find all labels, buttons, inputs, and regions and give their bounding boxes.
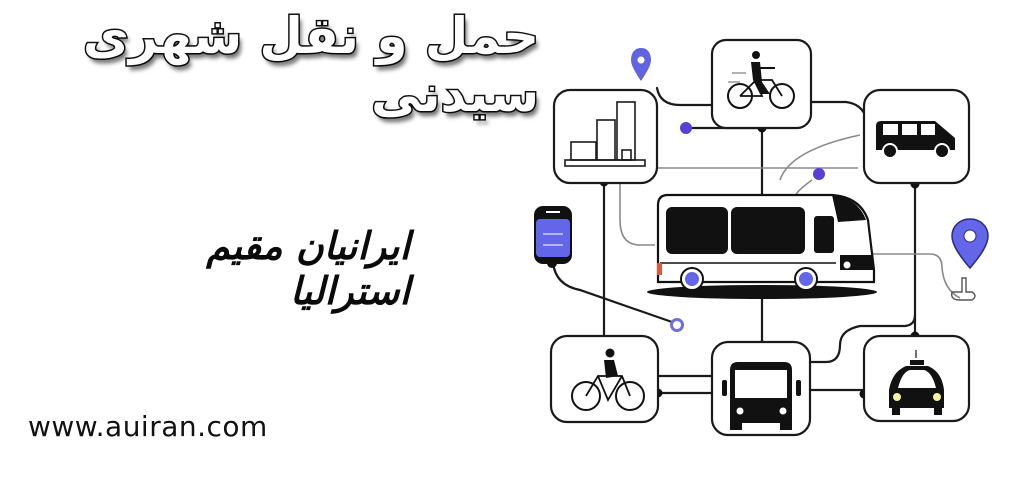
location-pin-icon <box>631 48 651 81</box>
taxi-icon <box>862 334 971 423</box>
minibus-icon <box>647 193 877 299</box>
cyclist-icon <box>710 38 813 130</box>
bicycle-rider-icon <box>549 334 660 424</box>
transport-network-illustration <box>520 20 1024 474</box>
page-title: حمل و نقل شهری سیدنی <box>82 6 541 125</box>
subtitle: ایرانیان مقیم استرالیا <box>206 223 410 313</box>
bus-front-icon <box>710 340 812 437</box>
mobile-ticket-icon <box>534 206 572 268</box>
van-icon <box>862 88 971 185</box>
website-link[interactable]: www.auiran.com <box>28 410 268 443</box>
location-pin-icon <box>950 218 989 301</box>
city-buildings-icon <box>552 88 659 185</box>
